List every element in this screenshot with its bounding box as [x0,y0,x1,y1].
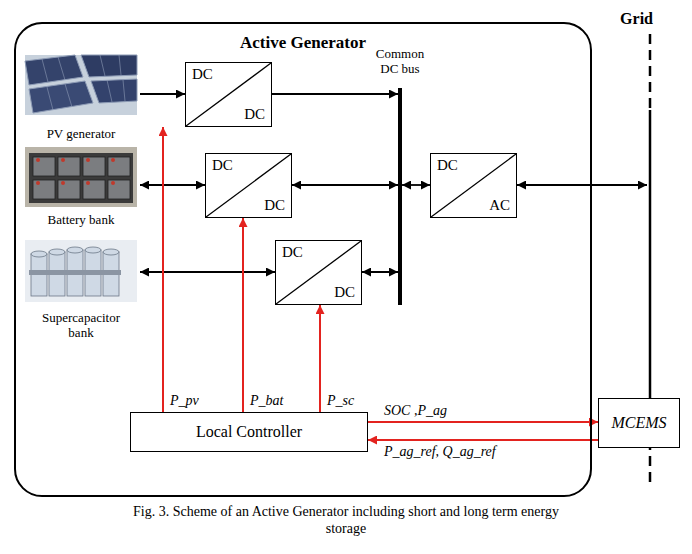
dc-dc-converter: DC DC [275,240,362,305]
battery-bank-picture [25,147,137,207]
supercapacitor-picture [25,240,137,302]
converter-label: DC [437,157,458,174]
power-flow-arrow [362,271,398,273]
power-flow-arrow [140,271,275,273]
node-label: Active Generator [16,33,590,53]
battery-bank: Battery bank [22,147,140,227]
node-label: PV generator [22,126,140,141]
converter-label: DC [334,284,355,301]
control-signal-arrow [319,305,321,412]
mcems-box: MCEMS [598,398,680,448]
dc-dc-converter: DC DC [205,153,292,218]
signal-label: P_sc [325,393,356,409]
signal-label: P_bat [248,393,285,409]
power-flow-arrow [402,184,430,186]
converter-label: DC [192,66,213,83]
control-signal-arrow [162,127,164,412]
node-label: Battery bank [22,212,140,227]
converter-label: DC [264,197,285,214]
power-flow-arrow [140,93,185,95]
converter-label: DC [244,106,265,123]
node-label: Grid [613,10,653,28]
control-signal-arrow [368,421,598,423]
dc-dc-converter: DC DC [185,62,272,127]
power-flow-arrow [140,184,205,186]
node-label: Common DC bus [367,46,433,76]
supercapacitor-bank: Supercapacitor bank [22,240,140,340]
figure-caption: Fig. 3. Scheme of an Active Generator in… [125,503,567,537]
pv-generator: PV generator [22,55,140,141]
signal-label: SOC ,P_ag [382,403,449,419]
control-signal-arrow [368,439,598,441]
power-flow-arrow [292,184,398,186]
control-signal-arrow [242,218,244,412]
converter-label: DC [282,244,303,261]
converter-label: DC [212,157,233,174]
common-dc-bus: Common DC bus [398,88,402,305]
node-label: Supercapacitor bank [31,310,131,340]
converter-label: AC [489,197,510,214]
power-flow-arrow [272,93,398,95]
signal-label: P_ag_ref, Q_ag_ref [382,444,498,460]
local-controller-box: Local Controller [130,412,368,452]
active-generator-box: PV generatorDCDCCommon DC busBattery ban… [14,22,592,497]
pv-panel-picture [25,55,137,115]
node-label: Local Controller [196,423,302,441]
dc-ac-inverter: DC AC [430,153,517,218]
power-flow-arrow [517,184,647,186]
signal-label: P_pv [168,393,201,409]
node-label: MCEMS [611,414,666,432]
